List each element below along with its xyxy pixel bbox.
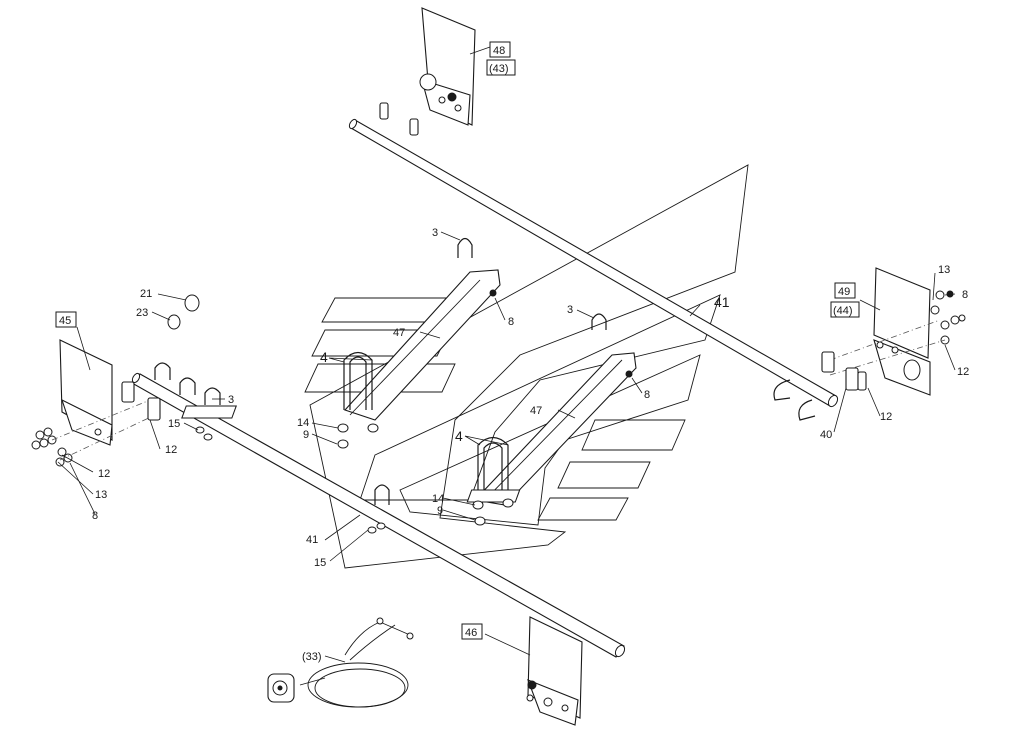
u-bolt-middle (591, 313, 607, 330)
callout-8-right: 8 (962, 289, 968, 301)
callout-9-lower: 9 (437, 505, 443, 517)
callout-47-lower: 47 (530, 405, 542, 417)
callout-14-lower: 14 (432, 493, 444, 505)
leader-lines (57, 46, 956, 663)
callout-33: (33) (302, 651, 322, 663)
callout-9-upper: 9 (303, 429, 309, 441)
boxed-callouts: 48 (43) 49 (44) 45 46 (55, 41, 860, 640)
callout-3-middle: 3 (567, 304, 573, 316)
lower-tube-bar (131, 372, 626, 658)
callout-48: 48 (493, 45, 505, 57)
support-arm-lower (473, 352, 637, 506)
support-arm-upper (344, 269, 501, 421)
callout-8-upper: 8 (508, 316, 514, 328)
u-bolt-center (367, 484, 390, 534)
wiring-harness (267, 617, 414, 708)
callout-23: 23 (136, 307, 148, 319)
callout-45: 45 (59, 315, 71, 327)
large-u-bolt-lower (466, 436, 521, 526)
callout-12-left-washer: 12 (98, 468, 110, 480)
large-u-bolt-upper (181, 351, 379, 449)
reflector-discs (167, 294, 200, 330)
bracket-bottom (526, 616, 583, 726)
callout-8-left: 8 (92, 510, 98, 522)
callout-15-center: 15 (314, 557, 326, 569)
bracket-left (31, 339, 221, 467)
bracket-right (773, 267, 966, 421)
callout-4-upper: 4 (320, 349, 328, 365)
callout-13-right: 13 (938, 264, 950, 276)
callout-3-left: 3 (228, 394, 234, 406)
u-bolt-upper (457, 237, 473, 258)
callout-40: 40 (820, 429, 832, 441)
callout-15-left: 15 (168, 418, 180, 430)
callout-41-right: 41 (714, 294, 730, 310)
bracket-top (379, 7, 476, 136)
callout-43: (43) (489, 63, 509, 75)
callout-8-middle: 8 (644, 389, 650, 401)
upper-tube-bar (348, 118, 839, 408)
callout-13-left: 13 (95, 489, 107, 501)
callout-41-center: 41 (306, 534, 318, 546)
callout-49: 49 (838, 286, 850, 298)
callout-3-upper: 3 (432, 227, 438, 239)
callout-12-left-clamp: 12 (165, 444, 177, 456)
callout-12-right-clamp: 12 (880, 411, 892, 423)
callout-14-upper: 14 (297, 417, 309, 429)
callout-12-right-washer: 12 (957, 366, 969, 378)
callout-4-lower: 4 (455, 428, 463, 444)
callout-labels: 3 3 3 4 4 8 8 8 8 9 9 12 12 12 12 13 13 … (92, 227, 969, 663)
callout-47-upper: 47 (393, 327, 405, 339)
callout-46: 46 (465, 627, 477, 639)
callout-21: 21 (140, 288, 152, 300)
callout-44: (44) (833, 305, 853, 317)
